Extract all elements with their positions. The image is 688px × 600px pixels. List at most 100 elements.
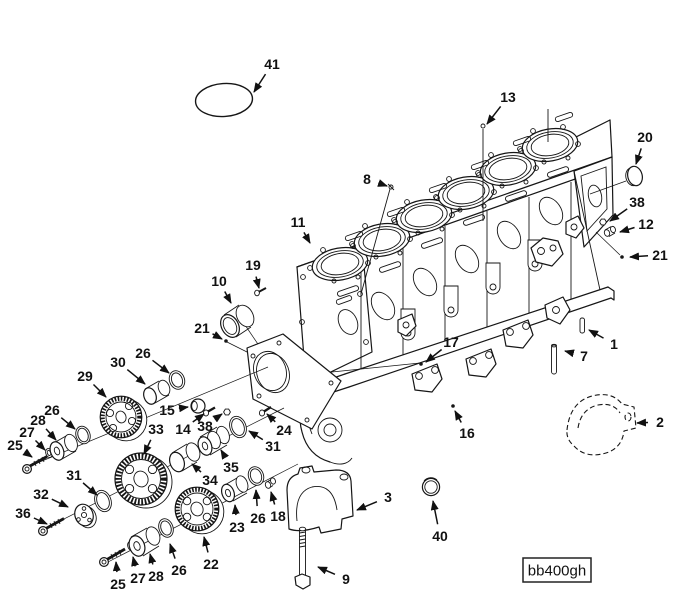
callout-38-front: 38 xyxy=(197,418,213,434)
expansion-plug-20 xyxy=(589,165,643,195)
callout-14: 14 xyxy=(175,421,191,437)
front-plate-assembly xyxy=(190,287,421,430)
leader-21-front xyxy=(212,331,223,340)
figure-code-border xyxy=(522,557,592,583)
callout-27-upper: 27 xyxy=(19,424,35,440)
leader-24 xyxy=(266,413,277,424)
leader-7 xyxy=(564,349,575,358)
thrust-plate-32 xyxy=(74,503,97,529)
leader-27-lower xyxy=(131,556,139,567)
dot-21-right xyxy=(620,255,624,259)
gasket-41 xyxy=(194,82,254,118)
callout-26-adapter: 26 xyxy=(250,510,266,526)
callout-30: 30 xyxy=(110,354,126,370)
callout-7: 7 xyxy=(580,348,588,364)
callout-40: 40 xyxy=(432,528,448,544)
callout-15: 15 xyxy=(159,402,175,418)
bushing-30 xyxy=(143,379,171,405)
leader-10 xyxy=(223,291,232,304)
callout-13: 13 xyxy=(500,89,516,105)
callout-26-lower: 26 xyxy=(171,562,187,578)
leader-15 xyxy=(178,404,189,413)
dot-17 xyxy=(419,362,423,366)
cup-plug-40 xyxy=(421,477,441,497)
callout-38-right: 38 xyxy=(629,194,645,210)
leader-40 xyxy=(430,500,439,525)
callout-17: 17 xyxy=(443,334,459,350)
callout-31-lower: 31 xyxy=(66,467,82,483)
callout-18: 18 xyxy=(270,508,286,524)
leader-31-upper xyxy=(248,430,264,441)
leader-21-right xyxy=(629,252,649,261)
callout-19: 19 xyxy=(245,257,261,273)
dot-16 xyxy=(451,404,455,408)
leader-33 xyxy=(143,439,152,455)
callout-9: 9 xyxy=(342,571,350,587)
leader-28-lower xyxy=(148,553,157,565)
callout-21-front: 21 xyxy=(194,320,210,336)
ring-31-upper xyxy=(229,415,247,439)
bushing-35 xyxy=(197,425,230,456)
gear-33 xyxy=(114,452,173,509)
leader-41 xyxy=(253,73,267,93)
cap-bolt-9 xyxy=(294,526,311,590)
leader-26-upper xyxy=(60,417,76,430)
leader-12 xyxy=(619,225,635,234)
plug-18 xyxy=(264,477,276,489)
loose-parts xyxy=(194,82,643,590)
callout-29: 29 xyxy=(77,368,93,384)
callout-35: 35 xyxy=(223,459,239,475)
rear-lifting-bracket xyxy=(530,231,621,267)
callout-31-upper: 31 xyxy=(265,438,281,454)
leader-17 xyxy=(425,348,443,363)
leader-26-lower xyxy=(169,543,177,559)
leader-18 xyxy=(269,491,278,505)
spacer-28-upper xyxy=(49,433,78,461)
leader-38-front xyxy=(212,413,223,423)
dot-21-front xyxy=(224,339,228,343)
leader-38-right xyxy=(609,208,628,222)
leader-13 xyxy=(486,106,502,125)
callout-33: 33 xyxy=(148,421,164,437)
leader-27-upper xyxy=(34,439,46,451)
leader-16 xyxy=(454,410,463,423)
nut-38-front xyxy=(223,408,231,416)
leader-22 xyxy=(202,536,211,553)
leader-25-upper xyxy=(22,448,33,458)
callout-22: 22 xyxy=(203,556,219,572)
callout-25-lower: 25 xyxy=(110,576,126,592)
leader-20 xyxy=(635,148,643,165)
bolt-25-lower xyxy=(98,547,126,567)
front-mounting-plate xyxy=(246,333,342,430)
bolt-36 xyxy=(37,517,65,536)
callout-27-lower: 27 xyxy=(130,570,146,586)
ring-26-upper xyxy=(75,425,91,445)
callout-16: 16 xyxy=(459,425,475,441)
callout-36: 36 xyxy=(15,505,31,521)
leader-29 xyxy=(92,383,107,398)
callout-1: 1 xyxy=(610,336,618,352)
callout-28-upper: 28 xyxy=(30,412,46,428)
head-bolt-8 xyxy=(360,183,395,295)
stud-13 xyxy=(480,109,549,221)
ring-26-cam xyxy=(168,370,186,390)
ring-26-lower xyxy=(158,518,174,538)
bolt-25-upper xyxy=(22,455,48,475)
callout-2: 2 xyxy=(656,414,664,430)
callout-23: 23 xyxy=(229,519,245,535)
gear-29 xyxy=(99,395,148,442)
bolt-24 xyxy=(258,405,272,417)
callout-21-right: 21 xyxy=(652,247,668,263)
leader-34 xyxy=(191,463,202,473)
ring-26-adapter xyxy=(247,466,265,486)
figure-code-text: bb400gh xyxy=(528,563,586,580)
bearing-cap-3 xyxy=(286,465,354,534)
dowel-pin-7 xyxy=(551,343,557,375)
leader-14 xyxy=(192,413,205,423)
callout-10: 10 xyxy=(211,273,227,289)
bolt-19 xyxy=(254,287,267,297)
leader-30 xyxy=(126,368,146,385)
nut-38-right xyxy=(599,218,607,226)
